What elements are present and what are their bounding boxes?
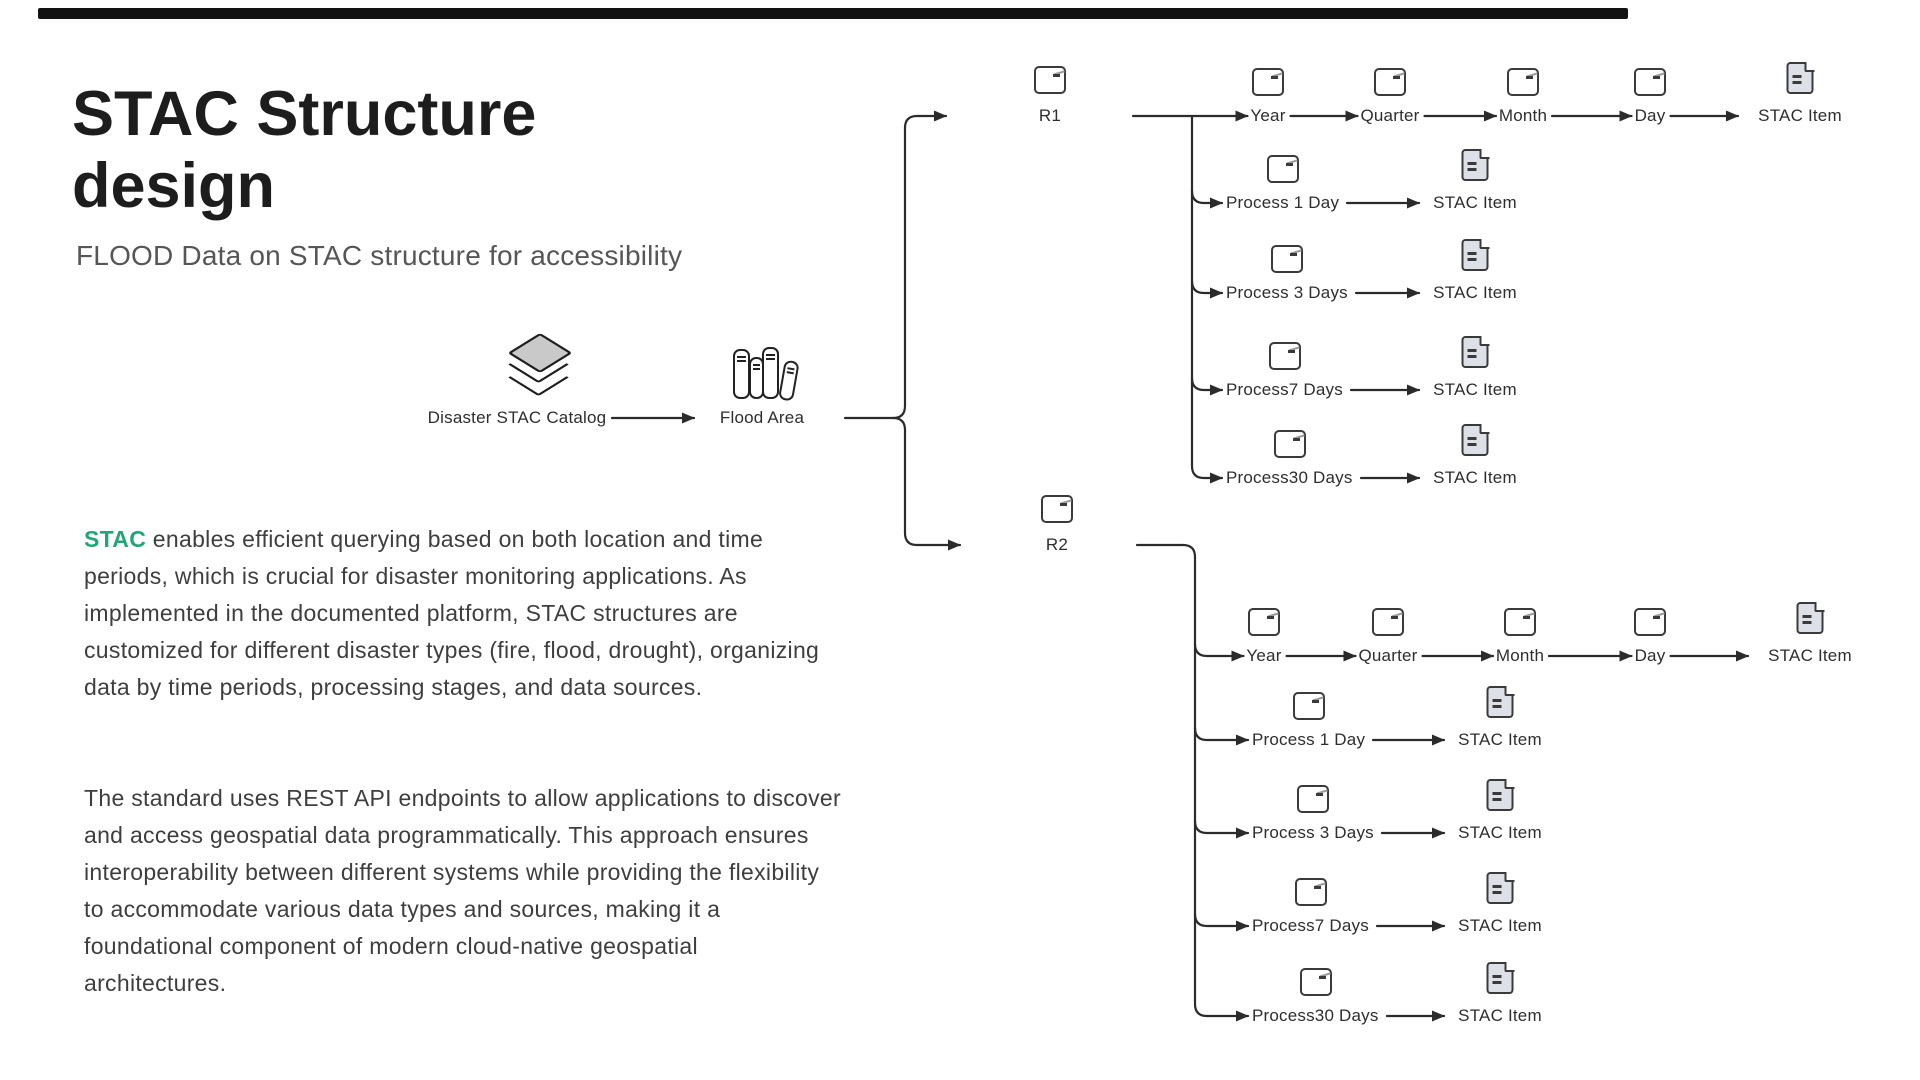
top-accent-bar xyxy=(38,8,1628,19)
tree-root-label: R1 xyxy=(1038,106,1062,125)
stac-item-file-icon xyxy=(1461,238,1489,271)
stac-item-file-icon xyxy=(1786,61,1814,94)
folder-icon xyxy=(1034,66,1066,94)
stac-item-label: STAC Item xyxy=(1458,730,1542,749)
page-title-line1: STAC Structure xyxy=(72,79,537,149)
stac-item-label: STAC Item xyxy=(1433,468,1517,487)
process-folder-label: Process30 Days xyxy=(1226,468,1353,487)
stac-item-label: STAC Item xyxy=(1433,380,1517,399)
folder-icon xyxy=(1299,968,1332,996)
connector-line xyxy=(843,110,948,420)
stac-item-label: STAC Item xyxy=(1758,106,1842,125)
process-folder-label: Process30 Days xyxy=(1252,1006,1379,1025)
page-title-line2: design xyxy=(72,151,276,221)
connector-line xyxy=(1135,543,1250,1022)
stac-item-file-icon xyxy=(1486,685,1514,718)
stac-item-file-icon xyxy=(1461,335,1489,368)
tree-node-label: Month xyxy=(1495,646,1545,665)
folder-icon xyxy=(1248,608,1280,636)
folder-icon xyxy=(1297,785,1329,813)
stac-item-label: STAC Item xyxy=(1458,1006,1542,1025)
tree-root-label: R2 xyxy=(1045,535,1069,554)
stac-item-label: STAC Item xyxy=(1768,646,1852,665)
process-folder-label: Process 1 Day xyxy=(1252,730,1366,749)
folder-icon xyxy=(1294,878,1327,906)
folder-icon xyxy=(1292,692,1325,720)
stac-item-label: STAC Item xyxy=(1433,193,1517,212)
folder-icon xyxy=(1271,245,1303,273)
stac-item-file-icon xyxy=(1796,601,1824,634)
tree-node-label: Day xyxy=(1634,646,1666,665)
stac-item-label: STAC Item xyxy=(1458,916,1542,935)
folder-icon xyxy=(1252,68,1284,96)
folder-icon xyxy=(1268,342,1301,370)
stac-item-label: STAC Item xyxy=(1458,823,1542,842)
process-folder-label: Process7 Days xyxy=(1252,916,1369,935)
data-volumes-icon xyxy=(731,343,800,402)
body-paragraph-1: STAC enables efficient querying based on… xyxy=(84,521,844,706)
folder-icon xyxy=(1374,68,1406,96)
folder-icon xyxy=(1634,68,1666,96)
flood-area-label: Flood Area xyxy=(719,408,805,427)
folder-icon xyxy=(1634,608,1666,636)
tree-node-label: Quarter xyxy=(1360,106,1420,125)
connector-line xyxy=(891,416,962,551)
tree-node-label: Quarter xyxy=(1358,646,1418,665)
tree-node-label: Year xyxy=(1250,106,1286,125)
folder-icon xyxy=(1041,495,1073,523)
folder-icon xyxy=(1266,155,1299,183)
folder-icon xyxy=(1372,608,1404,636)
folder-icon xyxy=(1507,68,1539,96)
stac-item-file-icon xyxy=(1486,871,1514,904)
tree-node-label: Month xyxy=(1498,106,1548,125)
stac-item-label: STAC Item xyxy=(1433,283,1517,302)
folder-icon xyxy=(1273,430,1306,458)
stac-item-file-icon xyxy=(1486,778,1514,811)
process-folder-label: Process 3 Days xyxy=(1226,283,1348,302)
stac-highlight: STAC xyxy=(84,526,147,552)
page-subtitle: FLOOD Data on STAC structure for accessi… xyxy=(76,240,683,271)
connector-line xyxy=(1190,114,1224,484)
body-paragraph-2: The standard uses REST API endpoints to … xyxy=(84,785,841,996)
process-folder-label: Process 3 Days xyxy=(1252,823,1374,842)
stac-item-file-icon xyxy=(1486,961,1514,994)
tree-node-label: Day xyxy=(1634,106,1666,125)
stac-item-file-icon xyxy=(1461,148,1489,181)
body-paragraph-1-text: enables efficient querying based on both… xyxy=(84,526,820,700)
tree-node-label: Year xyxy=(1246,646,1282,665)
folder-icon xyxy=(1504,608,1536,636)
process-folder-label: Process 1 Day xyxy=(1226,193,1340,212)
catalog-label: Disaster STAC Catalog xyxy=(427,408,607,427)
process-folder-label: Process7 Days xyxy=(1226,380,1343,399)
page-title: STAC Structure design xyxy=(72,78,536,222)
stac-item-file-icon xyxy=(1461,423,1489,456)
